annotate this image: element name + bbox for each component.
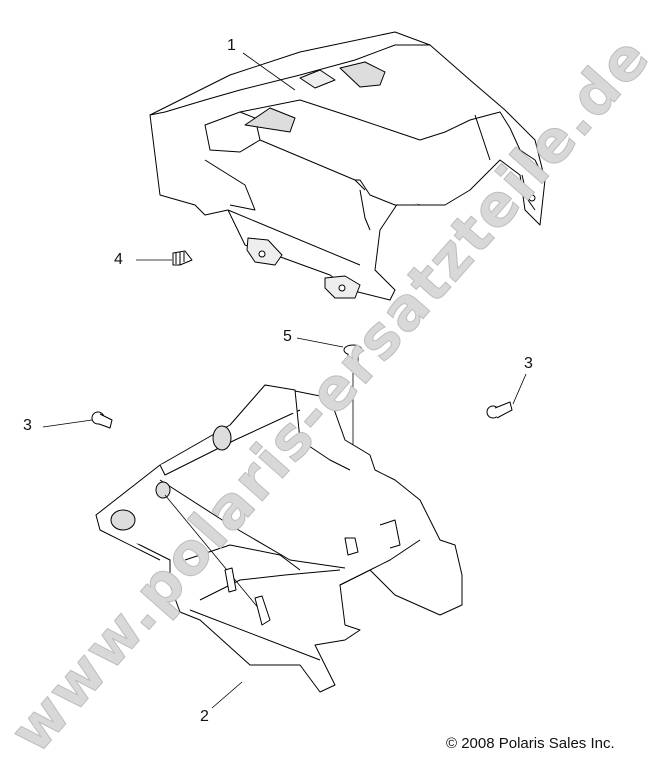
leader-lines (42, 52, 527, 709)
copyright-notice: © 2008 Polaris Sales Inc. (446, 735, 615, 752)
callout-2: 2 (200, 708, 209, 725)
lower-cover-part-2[interactable] (95, 384, 463, 693)
callout-3-left: 3 (23, 417, 32, 434)
callout-5: 5 (283, 328, 292, 345)
screw-part-3-left[interactable] (91, 411, 113, 429)
screw-part-3-right[interactable] (486, 401, 513, 419)
callout-1: 1 (227, 37, 236, 54)
callout-4: 4 (114, 251, 123, 268)
clip-part-4[interactable] (172, 250, 193, 266)
callout-3-right: 3 (524, 355, 533, 372)
upper-cover-part-1[interactable] (149, 31, 546, 301)
